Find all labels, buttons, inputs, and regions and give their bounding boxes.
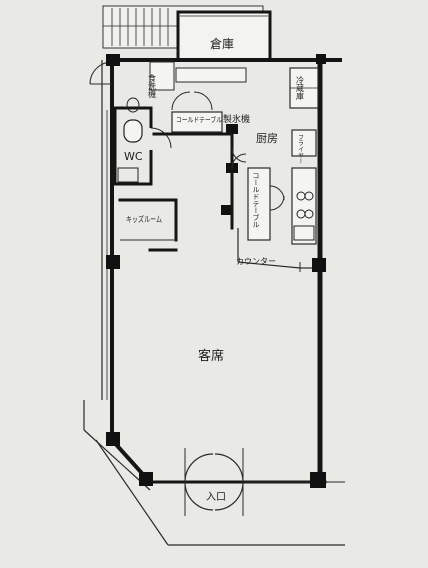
fryer-area <box>291 129 317 245</box>
label-refrigerator: 冷蔵庫 <box>296 75 305 101</box>
label-dishwasher: 食洗機 <box>148 73 157 99</box>
outer-walls <box>83 57 345 546</box>
label-storage: 倉庫 <box>210 36 234 51</box>
top-fixtures <box>149 61 319 109</box>
label-cold-table-1: コールドテーブル <box>176 115 222 124</box>
wc-room <box>113 97 172 186</box>
entrance-doors <box>184 448 244 516</box>
label-seating: 客席 <box>198 348 224 364</box>
label-fryer: フライヤー <box>297 134 304 164</box>
label-counter: カウンター <box>236 257 276 266</box>
cold-table-area-1 <box>152 91 234 136</box>
label-ice-maker: 製氷機 <box>223 113 250 125</box>
label-wc: WC <box>124 150 143 163</box>
cold-table-area-2 <box>247 167 285 241</box>
label-cold-table-2: コールドテーブル <box>252 172 260 228</box>
label-kitchen: 厨房 <box>256 132 278 145</box>
kitchen-partition <box>230 132 247 262</box>
label-entrance: 入口 <box>206 492 226 503</box>
label-kids-room: キッズルーム <box>126 214 162 224</box>
kids-room <box>118 198 178 252</box>
storage-room <box>176 10 272 62</box>
counter-line <box>237 261 312 272</box>
